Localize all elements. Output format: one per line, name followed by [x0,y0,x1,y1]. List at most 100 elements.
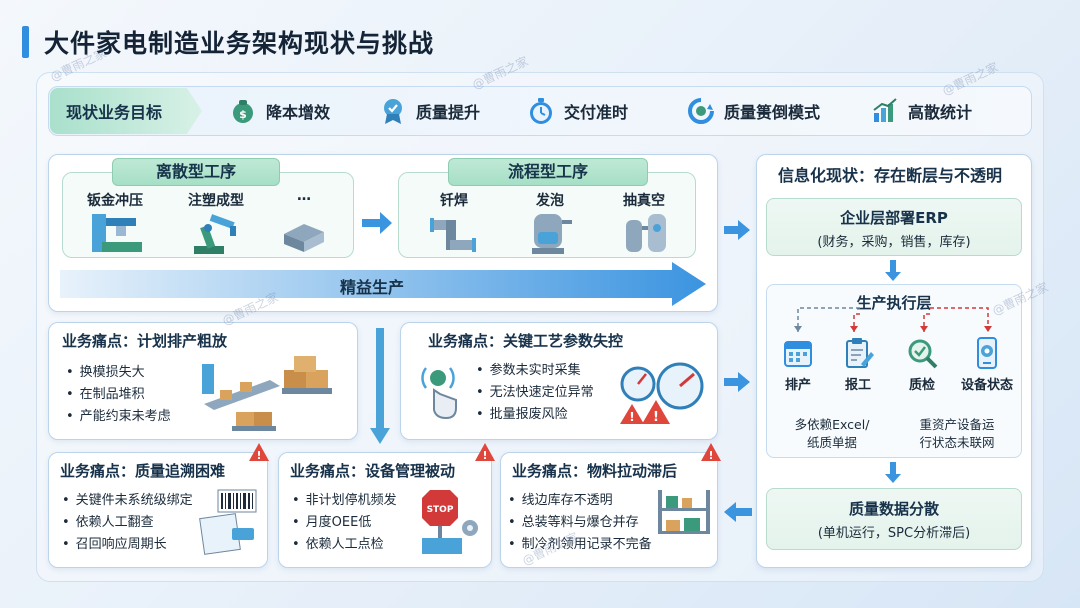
pain-item: 参数未实时采集 [476,360,594,382]
right-arrow-icon [724,220,750,240]
mes-item-schedule: 排产 [768,336,828,393]
pain-list: 换模损失大 在制品堆积 产能约束未考虑 [66,362,171,428]
pain-item: 无法快速定位异常 [476,382,594,404]
quality-badge-icon [384,99,402,124]
process-label: 抽真空 [623,193,665,209]
process-label: 注塑成型 [188,193,244,209]
pain-item: 关键件未系统级绑定 [62,490,193,512]
left-arrow-icon [724,502,752,522]
calendar-icon [784,341,812,367]
page-title: 大件家电制造业务架构现状与挑战 [44,29,435,58]
goal-quality: 质量提升 [378,94,480,128]
quality-data-title: 质量数据分散 [848,500,939,518]
pain-item: 依赖人工点检 [292,534,397,556]
goal-mode: 质量篑倒模式 [686,94,820,128]
goal-delivery: 交付准时 [526,94,628,128]
pain-list: 关键件未系统级绑定 依赖人工翻查 召回响应周期长 [62,490,193,556]
magnifier-check-icon [908,339,938,369]
discrete-label: 离散型工序 [112,158,280,186]
down-arrow-icon [885,462,901,483]
robot-arm-icon [194,214,236,254]
mes-item-label: 设备状态 [960,378,1013,393]
mes-note-left: 多依赖Excel/ 纸质单据 [776,416,888,452]
pain-item: 换模损失大 [66,362,171,384]
down-arrow-icon [370,328,390,444]
gauge-warning-icon: ! ! [620,362,704,425]
goal-stats: 高散统计 [870,94,972,128]
flow-label: 流程型工序 [448,158,648,186]
goal-cost: $ 降本增效 [228,94,330,128]
process-label: … [297,188,311,204]
erp-title: 企业层部署ERP [840,209,948,227]
down-arrow-icon [885,260,901,281]
bar-chart-icon [873,98,897,122]
right-arrow-icon [724,372,750,392]
warning-icon: ! [475,443,495,462]
svg-text:!: ! [629,410,634,424]
note-line: 行状态未联网 [919,435,995,450]
pain-title: 业务痛点：质量追溯困难 [60,462,226,480]
goal-label: 质量提升 [416,103,481,122]
mes-note-right: 重资产设备运 行状态未联网 [900,416,1014,452]
vacuum-tank-icon [626,214,666,252]
svg-text:!: ! [653,410,659,425]
warning-icon: ! [701,443,721,462]
device-status-icon [977,337,997,369]
process-label: 发泡 [536,193,564,209]
mes-item-report: 报工 [828,336,888,393]
mes-item-label: 质检 [908,378,935,393]
clipboard-edit-icon [846,338,874,368]
foaming-tank-icon [532,214,572,254]
stop-sign-text: STOP [427,505,454,515]
goals-label: 现状业务目标 [66,103,163,122]
warehouse-shelf-icon [658,490,710,534]
pipe-weld-icon [430,218,476,252]
pain-title: 业务痛点：设备管理被动 [290,462,456,480]
conveyor-boxes-icon [202,356,332,431]
goals-tag [50,88,202,134]
note-line: 纸质单据 [806,435,857,450]
flow-arrow-icon [362,212,392,234]
mes-item-inspect: 质检 [892,336,952,393]
pain-item: 依赖人工翻查 [62,512,193,534]
pain-list: 非计划停机频发 月度OEE低 依赖人工点检 [292,490,397,556]
pain-item: 产能约束未考虑 [66,406,171,428]
mes-title: 生产执行层 [856,294,932,312]
mes-item-label: 报工 [844,378,871,393]
goal-label: 高散统计 [908,103,973,122]
pain-item: 批量报废风险 [476,404,594,426]
money-bag-icon: $ [233,100,253,123]
pain-title: 业务痛点：关键工艺参数失控 [428,332,624,350]
pain-title: 业务痛点：物料拉动滞后 [512,462,678,480]
pain-item: 月度OEE低 [292,512,397,534]
mes-item-equipment: 设备状态 [954,336,1020,393]
quality-data-card: 质量数据分散 (单机运行，SPC分析滞后) [766,488,1022,550]
metal-parts-icon [284,224,324,252]
note-line: 重资产设备运 [919,417,995,432]
mes-card [766,284,1022,458]
title-accent-bar [22,26,29,58]
note-line: 多依赖Excel/ [794,417,870,432]
pain-item: 线边库存不透明 [508,490,652,512]
lean-production-arrow [60,262,706,306]
touch-sensor-icon [421,367,457,420]
svg-text:$: $ [239,108,247,121]
mes-item-label: 排产 [784,378,811,393]
pain-item: 总装等料与爆仓并存 [508,512,652,534]
erp-desc: (财务，采购，销售，库存) [817,235,971,250]
svg-text:!: ! [256,449,261,462]
stopwatch-icon [530,98,552,124]
warning-icon: ! [249,443,269,462]
goal-label: 质量篑倒模式 [724,103,821,122]
mes-connectors [794,307,992,332]
barcode-document-icon [199,489,257,555]
pain-title: 业务痛点：计划排产粗放 [62,332,228,350]
svg-text:!: ! [708,449,713,462]
lean-production-label: 精益生产 [340,278,405,297]
goal-label: 交付准时 [564,103,629,122]
process-label: 钎焊 [440,193,468,209]
pain-list: 参数未实时采集 无法快速定位异常 批量报废风险 [476,360,594,426]
quality-data-desc: (单机运行，SPC分析滞后) [817,526,971,541]
stamping-machine-icon [92,214,142,252]
svg-text:!: ! [482,449,487,462]
